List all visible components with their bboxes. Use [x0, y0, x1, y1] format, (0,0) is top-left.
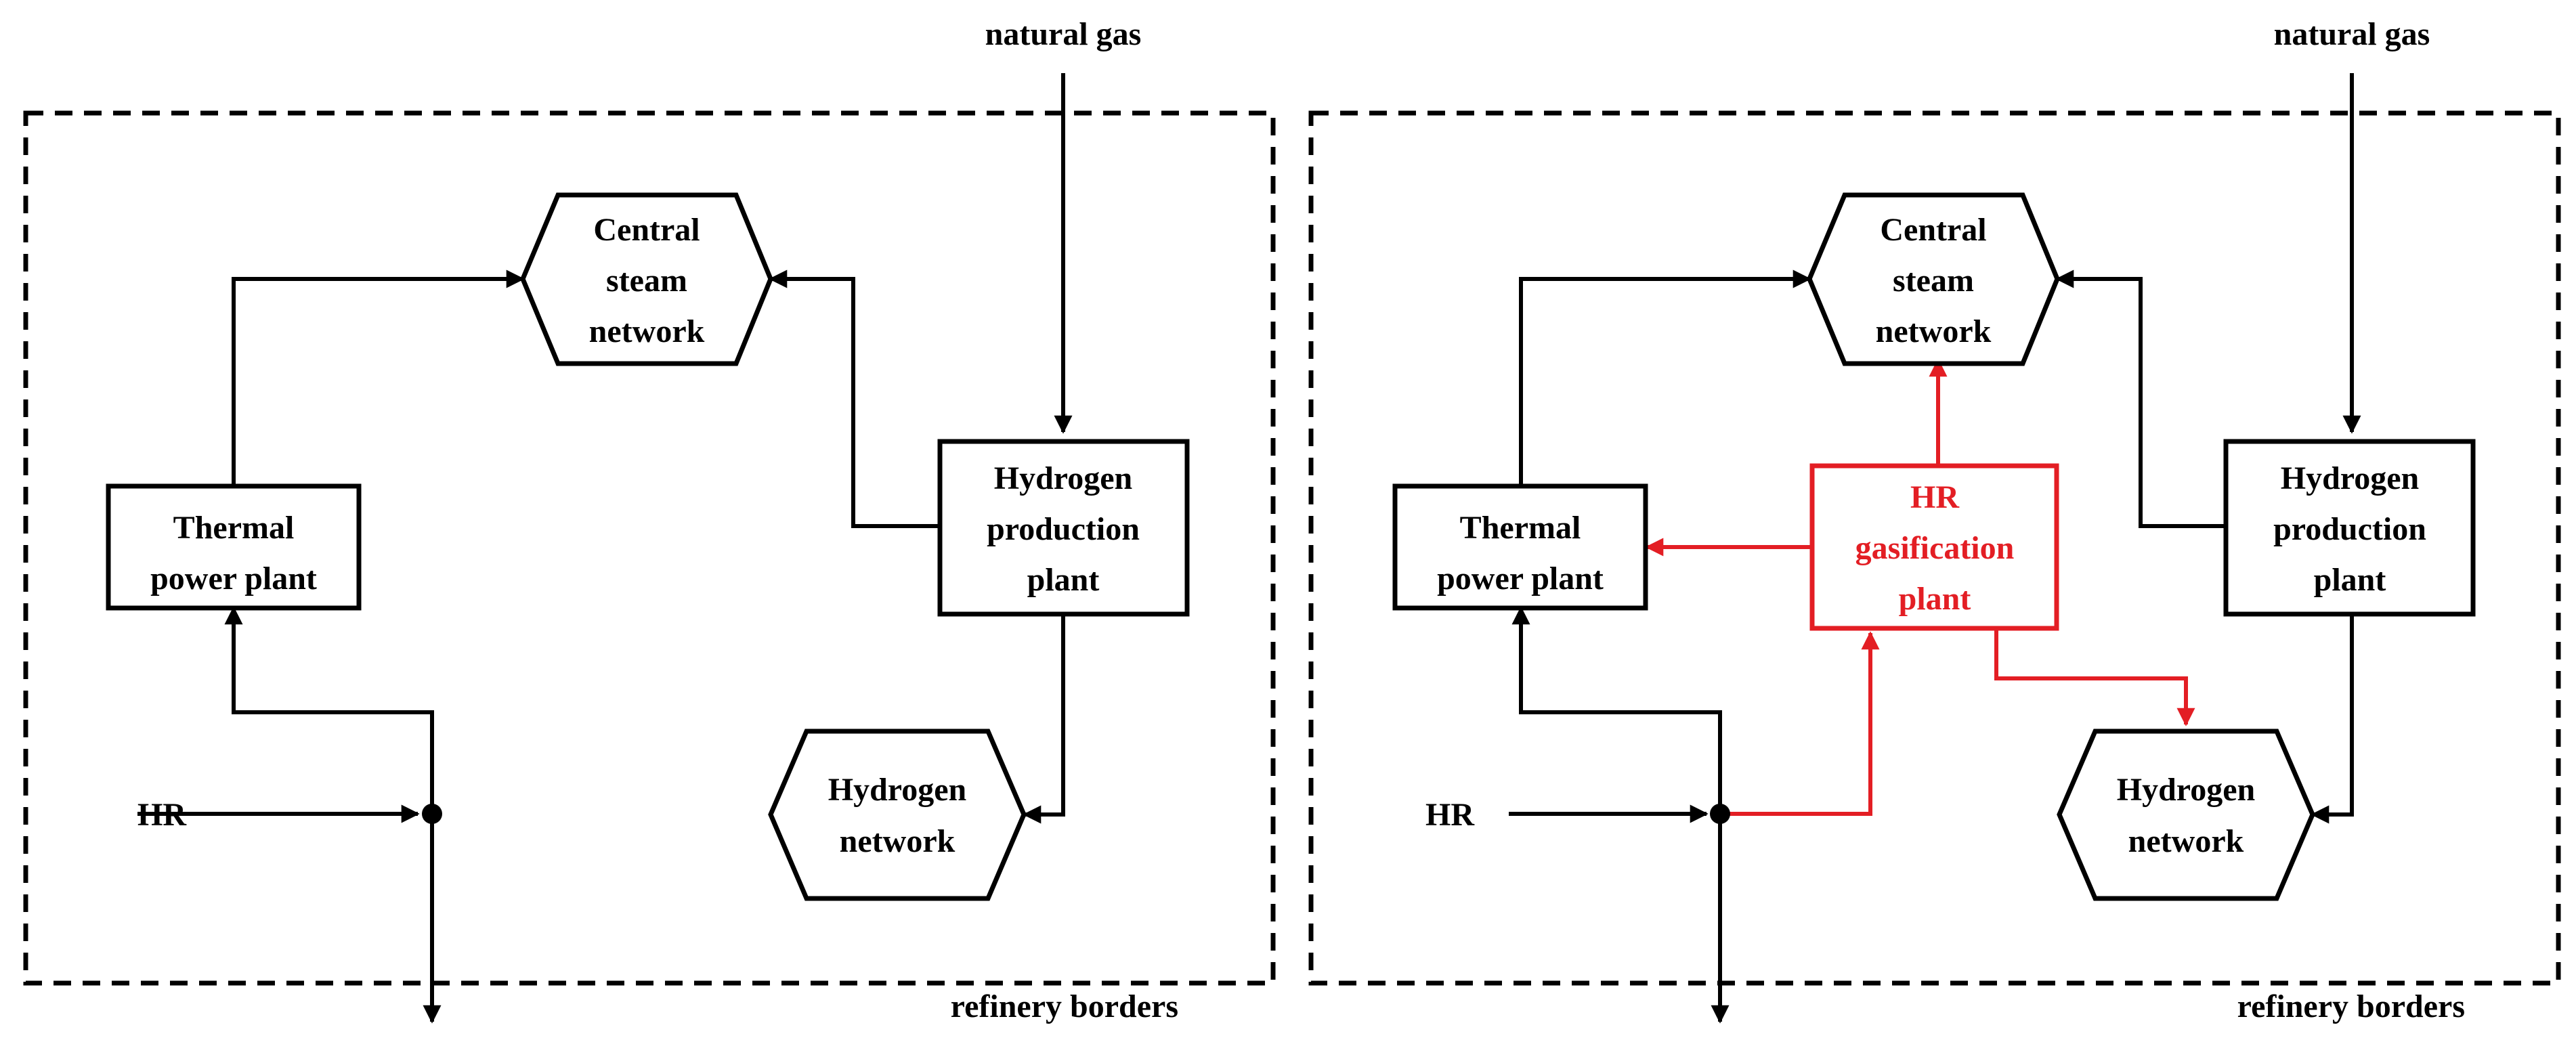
central-steam-network-node [1807, 192, 2060, 366]
hydrogen-production-label-line1: Hydrogen [994, 460, 1132, 496]
hr-to-thermal-arrow [224, 606, 434, 814]
hydrogen-production-label-line2: production [2273, 511, 2426, 547]
refinery-border [23, 110, 1276, 986]
hydrogen-production-label-line1: Hydrogen [2281, 460, 2419, 496]
hr-to-gasification-arrow [1720, 631, 1880, 816]
junction-node [1710, 804, 1730, 824]
gasification-to-hydrogen-network-arrow [1994, 628, 2195, 726]
junction-node [422, 804, 442, 824]
central-steam-label-line3: network [1876, 313, 1992, 349]
central-steam-network-node [520, 192, 773, 366]
refinery-borders-label: refinery borders [951, 989, 1178, 1024]
hydrogen-network-label-line1: Hydrogen [828, 772, 966, 808]
hydrogen-production-to-network-arrow [2311, 614, 2354, 824]
hr-gasification-plant-node [1809, 463, 2059, 631]
hydrogen-production-plant-node [937, 439, 1190, 617]
thermal-power-label-line1: Thermal [1460, 510, 1581, 546]
refinery-border [1308, 110, 2561, 986]
thermal-to-steam-arrow [1519, 269, 1811, 486]
central-steam-label-line2: steam [1893, 263, 1974, 299]
hydrogen-production-to-steam-arrow [769, 269, 940, 528]
central-steam-label-line1: Central [1880, 212, 1986, 248]
hydrogen-production-label-line3: plant [1027, 562, 1100, 598]
panel-original: natural gas Central steam network Therma… [23, 16, 1276, 1024]
hydrogen-production-to-steam-arrow [2055, 269, 2226, 528]
thermal-power-plant-node [106, 483, 362, 611]
hr-label: HR [137, 797, 187, 833]
hr-label: HR [1425, 797, 1475, 833]
central-steam-label-line3: network [589, 313, 705, 349]
hydrogen-network-label-line2: network [840, 823, 956, 859]
hydrogen-production-to-network-arrow [1023, 614, 1065, 824]
hydrogen-network-label-line2: network [2128, 823, 2244, 859]
hydrogen-network-label-line1: Hydrogen [2117, 772, 2255, 808]
central-steam-label-line1: Central [593, 212, 700, 248]
natural-gas-label: natural gas [2274, 16, 2430, 52]
hr-to-thermal-arrow [1511, 606, 1722, 814]
hr-gasification-label-line3: plant [1899, 581, 1971, 617]
thermal-to-steam-arrow [232, 269, 525, 486]
hydrogen-production-plant-node [2223, 439, 2476, 617]
hydrogen-network-node [768, 729, 1027, 901]
refinery-borders-label: refinery borders [2237, 989, 2465, 1024]
central-steam-label-line2: steam [606, 263, 687, 299]
hydrogen-network-node [2057, 729, 2315, 901]
natural-gas-label: natural gas [985, 16, 1142, 52]
thermal-power-plant-node [1392, 483, 1648, 611]
thermal-power-label-line2: power plant [150, 561, 317, 596]
panel-with-gasification: natural gas Central steam network Therma… [1308, 16, 2561, 1024]
hr-gasification-label-line2: gasification [1855, 530, 2015, 566]
thermal-power-label-line1: Thermal [173, 510, 295, 546]
hr-gasification-label-line1: HR [1910, 479, 1960, 515]
thermal-power-label-line2: power plant [1437, 561, 1604, 596]
hydrogen-production-label-line3: plant [2314, 562, 2386, 598]
hydrogen-production-label-line2: production [987, 511, 1140, 547]
